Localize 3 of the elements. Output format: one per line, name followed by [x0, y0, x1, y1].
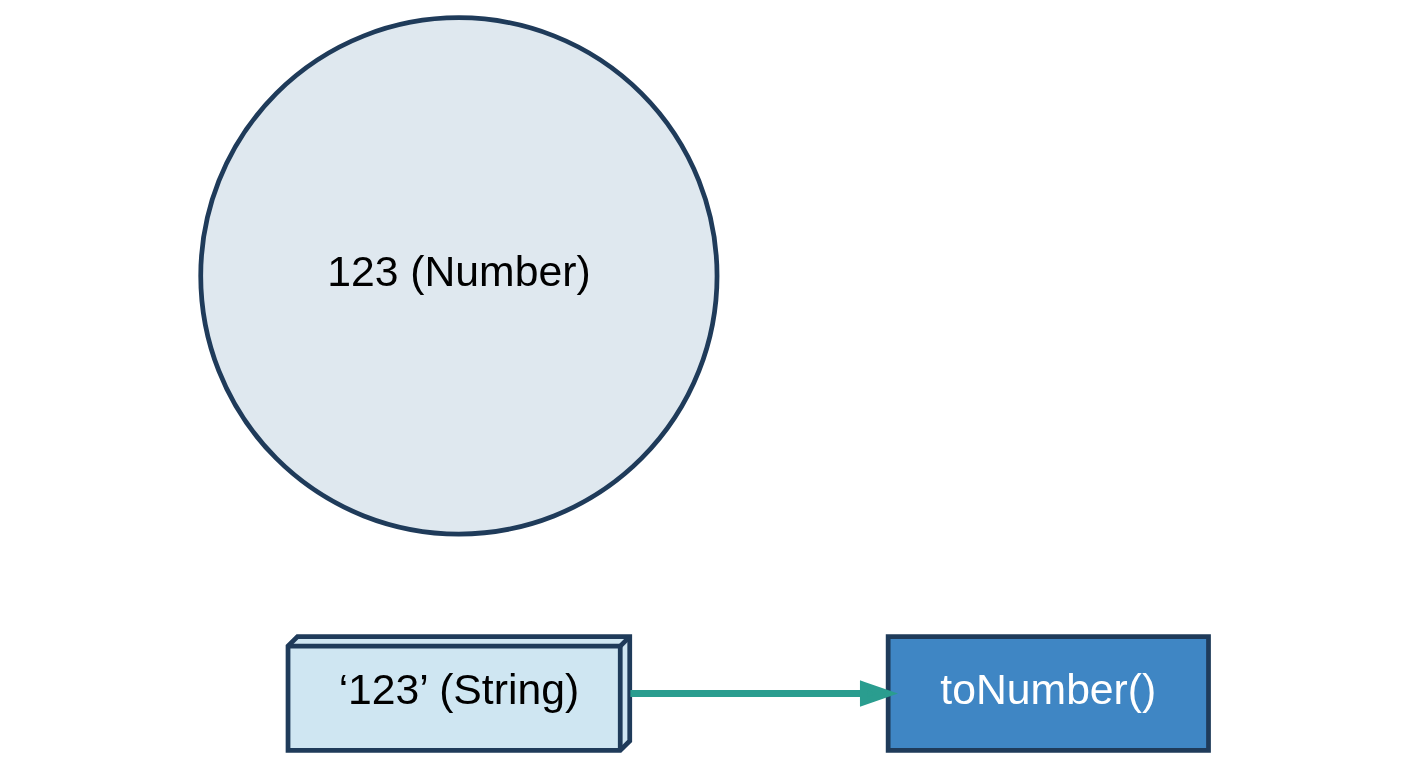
node-circle: 123 (Number): [197, 15, 719, 537]
node-box: toNumber(): [885, 634, 1211, 753]
arrow: [629, 680, 898, 707]
